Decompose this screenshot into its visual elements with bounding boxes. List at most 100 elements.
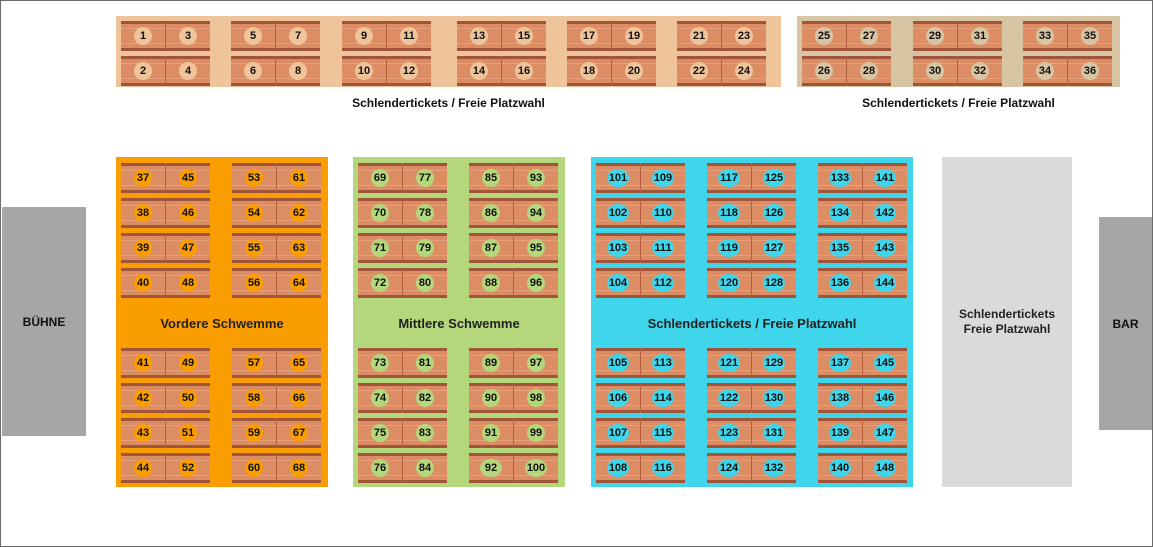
seat-90[interactable]: 90 [482, 389, 500, 407]
seat-27[interactable]: 27 [860, 27, 878, 45]
seat-124[interactable]: 124 [718, 459, 740, 477]
seat-40[interactable]: 40 [134, 274, 152, 292]
seat-77[interactable]: 77 [416, 169, 434, 187]
table-123-131[interactable]: 123 131 [707, 418, 796, 448]
seat-135[interactable]: 135 [829, 239, 851, 257]
seat-62[interactable]: 62 [290, 204, 308, 222]
seat-69[interactable]: 69 [371, 169, 389, 187]
seat-112[interactable]: 112 [652, 274, 674, 292]
seat-47[interactable]: 47 [179, 239, 197, 257]
table-86-94[interactable]: 86 94 [469, 198, 558, 228]
seat-9[interactable]: 9 [355, 27, 373, 45]
seat-5[interactable]: 5 [244, 27, 262, 45]
seat-114[interactable]: 114 [652, 389, 674, 407]
seat-7[interactable]: 7 [289, 27, 307, 45]
seat-25[interactable]: 25 [815, 27, 833, 45]
table-10-12[interactable]: 10 12 [342, 56, 431, 86]
seat-93[interactable]: 93 [527, 169, 545, 187]
seat-140[interactable]: 140 [829, 459, 851, 477]
seat-127[interactable]: 127 [763, 239, 785, 257]
seat-61[interactable]: 61 [290, 169, 308, 187]
seat-64[interactable]: 64 [290, 274, 308, 292]
seat-125[interactable]: 125 [763, 169, 785, 187]
seat-111[interactable]: 111 [652, 239, 674, 257]
seat-86[interactable]: 86 [482, 204, 500, 222]
seat-74[interactable]: 74 [371, 389, 389, 407]
seat-100[interactable]: 100 [525, 459, 547, 477]
seat-12[interactable]: 12 [400, 62, 418, 80]
seat-91[interactable]: 91 [482, 424, 500, 442]
seat-130[interactable]: 130 [763, 389, 785, 407]
seat-35[interactable]: 35 [1081, 27, 1099, 45]
table-53-61[interactable]: 53 61 [232, 163, 321, 193]
seat-117[interactable]: 117 [718, 169, 740, 187]
seat-89[interactable]: 89 [482, 354, 500, 372]
seat-53[interactable]: 53 [245, 169, 263, 187]
seat-37[interactable]: 37 [134, 169, 152, 187]
seat-104[interactable]: 104 [607, 274, 629, 292]
seat-94[interactable]: 94 [527, 204, 545, 222]
table-117-125[interactable]: 117 125 [707, 163, 796, 193]
seat-147[interactable]: 147 [874, 424, 896, 442]
seat-32[interactable]: 32 [971, 62, 989, 80]
seat-59[interactable]: 59 [245, 424, 263, 442]
seat-131[interactable]: 131 [763, 424, 785, 442]
seat-78[interactable]: 78 [416, 204, 434, 222]
seat-85[interactable]: 85 [482, 169, 500, 187]
seat-3[interactable]: 3 [179, 27, 197, 45]
seat-60[interactable]: 60 [245, 459, 263, 477]
seat-19[interactable]: 19 [625, 27, 643, 45]
seat-58[interactable]: 58 [245, 389, 263, 407]
seat-43[interactable]: 43 [134, 424, 152, 442]
seat-102[interactable]: 102 [607, 204, 629, 222]
seat-17[interactable]: 17 [580, 27, 598, 45]
seat-39[interactable]: 39 [134, 239, 152, 257]
seat-108[interactable]: 108 [607, 459, 629, 477]
seat-137[interactable]: 137 [829, 354, 851, 372]
seat-24[interactable]: 24 [735, 62, 753, 80]
seat-44[interactable]: 44 [134, 459, 152, 477]
table-104-112[interactable]: 104 112 [596, 268, 685, 298]
seat-6[interactable]: 6 [244, 62, 262, 80]
seat-51[interactable]: 51 [179, 424, 197, 442]
seat-120[interactable]: 120 [718, 274, 740, 292]
seat-10[interactable]: 10 [355, 62, 373, 80]
seat-13[interactable]: 13 [470, 27, 488, 45]
seat-119[interactable]: 119 [718, 239, 740, 257]
seat-49[interactable]: 49 [179, 354, 197, 372]
seat-118[interactable]: 118 [718, 204, 740, 222]
seat-14[interactable]: 14 [470, 62, 488, 80]
seat-96[interactable]: 96 [527, 274, 545, 292]
seat-146[interactable]: 146 [874, 389, 896, 407]
seat-123[interactable]: 123 [718, 424, 740, 442]
seat-20[interactable]: 20 [625, 62, 643, 80]
seat-72[interactable]: 72 [371, 274, 389, 292]
seat-115[interactable]: 115 [652, 424, 674, 442]
seat-103[interactable]: 103 [607, 239, 629, 257]
